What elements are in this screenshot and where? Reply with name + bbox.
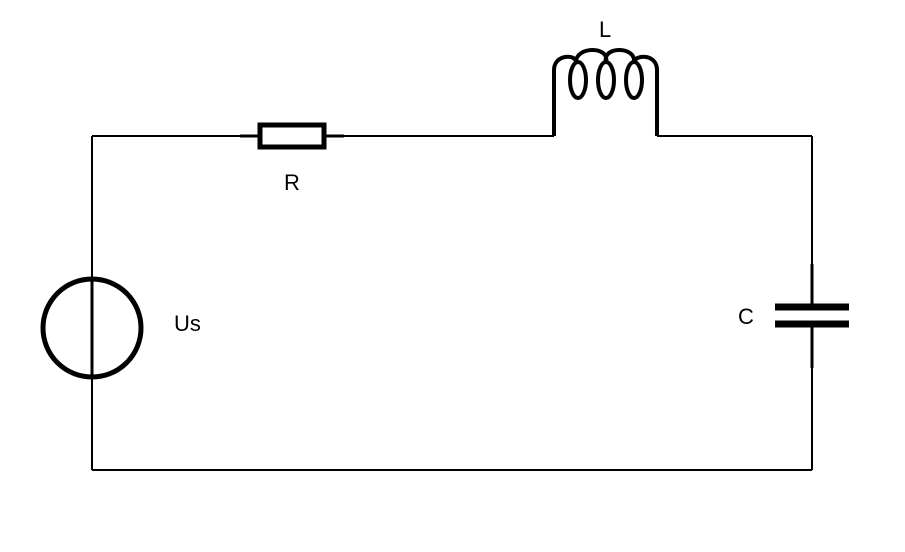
inductor: L — [552, 17, 659, 136]
resistor-body — [257, 122, 327, 150]
voltage-source-label: Us — [174, 311, 201, 336]
inductor-label: L — [599, 17, 611, 42]
inductor-loop-2 — [596, 60, 616, 100]
resistor: R — [240, 122, 344, 195]
inductor-loop-3 — [624, 60, 644, 100]
voltage-source: Us — [40, 276, 201, 380]
inductor-loop-1 — [568, 60, 588, 100]
resistor-label: R — [284, 170, 300, 195]
circuit-wires — [91, 135, 813, 471]
capacitor: C — [738, 264, 849, 368]
capacitor-label: C — [738, 304, 754, 329]
